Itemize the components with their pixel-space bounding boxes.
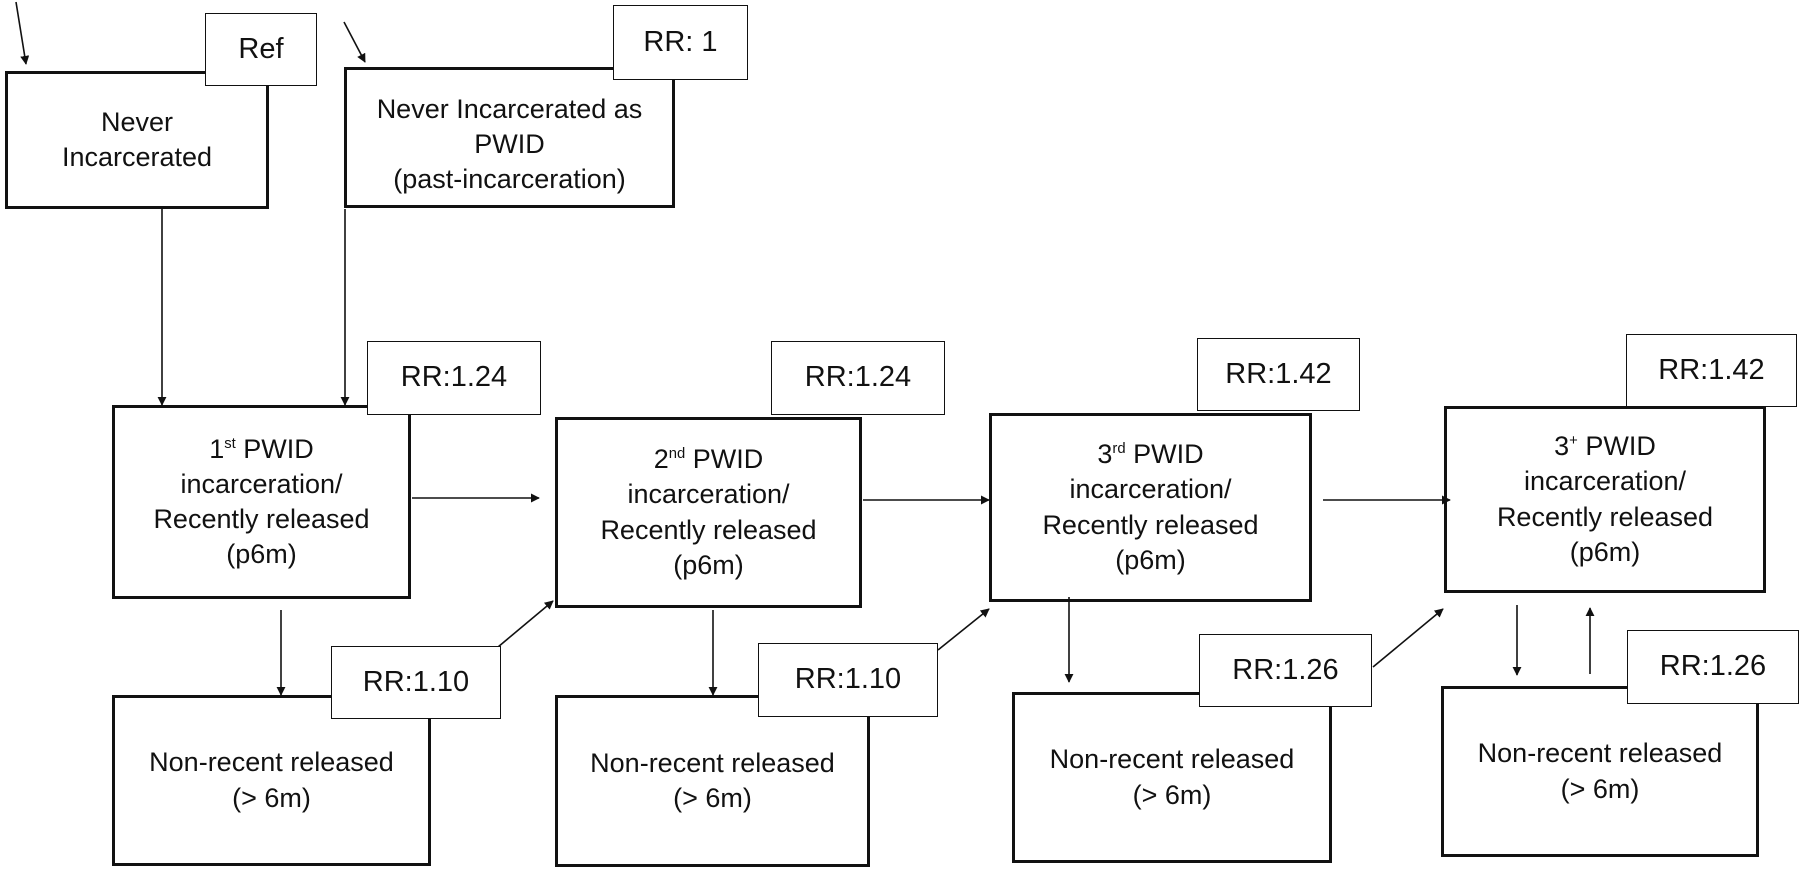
state-line: incarceration/	[180, 468, 343, 499]
state-line: Incarcerated	[61, 142, 213, 172]
ordinal-tail: PWID	[1577, 431, 1656, 462]
label-rr-second: RR:1.24	[771, 341, 945, 415]
state-line: (> 6m)	[673, 783, 752, 813]
state-line: (> 6m)	[1560, 773, 1640, 804]
state-ordinal-line: 3+ PWID	[1554, 429, 1656, 464]
state-line: Recently released	[1496, 501, 1714, 532]
state-nonrecent-released-4: Non-recent released (> 6m)	[1441, 686, 1759, 857]
state-second-pwid-incarceration: 2nd PWID incarceration/ Recently release…	[555, 417, 862, 608]
label-ref: Ref	[205, 13, 317, 86]
state-line: PWID	[474, 129, 545, 160]
state-line: incarceration/	[1069, 474, 1232, 505]
state-first-pwid-incarceration: 1st PWID incarceration/ Recently release…	[112, 405, 411, 599]
arrow-nonrecent1-to-second	[497, 600, 554, 648]
state-line: Non-recent released	[1049, 744, 1295, 775]
state-line: Recently released	[600, 514, 817, 545]
ordinal-suffix: rd	[1112, 441, 1126, 458]
ordinal-tail: PWID	[685, 444, 764, 475]
state-line: (> 6m)	[1132, 779, 1212, 810]
state-nonrecent-released-2: Non-recent released (> 6m)	[555, 695, 870, 867]
ordinal-number: 1	[209, 433, 225, 464]
state-nonrecent-released-1: Non-recent released (> 6m)	[112, 695, 431, 866]
ordinal-tail: PWID	[1125, 439, 1204, 470]
label-rr-third: RR:1.42	[1197, 338, 1360, 411]
entry-arrow-never	[15, 1, 30, 65]
arrow-nonrecent3-to-fourth	[1372, 608, 1444, 668]
state-line: Never Incarcerated as	[376, 94, 643, 124]
state-third-pwid-incarceration: 3rd PWID incarceration/ Recently release…	[989, 413, 1312, 602]
state-ordinal-line: 1st PWID	[209, 432, 314, 467]
label-rr-first: RR:1.24	[367, 341, 541, 415]
state-line: Recently released	[153, 504, 370, 534]
label-rr-fourth: RR:1.42	[1626, 334, 1797, 407]
state-line: (past-incarceration)	[393, 164, 626, 195]
label-rr-never-pwid: RR: 1	[613, 5, 748, 80]
state-line: Recently released	[1042, 509, 1259, 540]
state-line: Never	[100, 106, 174, 137]
state-never-incarcerated: Never Incarcerated	[5, 71, 269, 209]
ordinal-suffix: +	[1569, 433, 1578, 450]
ordinal-number: 3	[1097, 439, 1113, 470]
state-line: (p6m)	[1569, 536, 1641, 567]
ordinal-number: 2	[653, 444, 669, 475]
state-line: (> 6m)	[232, 782, 311, 813]
state-nonrecent-released-3: Non-recent released (> 6m)	[1012, 692, 1332, 863]
state-line: Non-recent released	[1477, 738, 1723, 769]
ordinal-suffix: st	[224, 435, 236, 452]
state-line: incarceration/	[627, 479, 790, 510]
state-third-plus-pwid-incarceration: 3+ PWID incarceration/ Recently released…	[1444, 406, 1766, 593]
state-line: Non-recent released	[590, 747, 835, 778]
state-never-incarcerated-as-pwid: Never Incarcerated as PWID (past-incarce…	[344, 67, 675, 208]
state-line: Non-recent released	[149, 747, 394, 778]
state-line: (p6m)	[1115, 544, 1186, 575]
entry-arrow-never-pwid	[343, 21, 366, 63]
ordinal-number: 3	[1554, 431, 1570, 462]
state-line: (p6m)	[673, 549, 744, 580]
state-line: (p6m)	[226, 539, 297, 570]
label-rr-nonrecent-1: RR:1.10	[331, 646, 501, 719]
ordinal-tail: PWID	[235, 433, 314, 464]
label-rr-nonrecent-3: RR:1.26	[1199, 634, 1372, 707]
ordinal-suffix: nd	[668, 446, 686, 463]
state-ordinal-line: 2nd PWID	[654, 442, 764, 477]
state-line: incarceration/	[1523, 466, 1687, 497]
label-rr-nonrecent-2: RR:1.10	[758, 643, 938, 717]
arrow-nonrecent2-to-third	[937, 608, 990, 651]
label-rr-nonrecent-4: RR:1.26	[1627, 630, 1799, 704]
state-ordinal-line: 3rd PWID	[1097, 437, 1203, 472]
